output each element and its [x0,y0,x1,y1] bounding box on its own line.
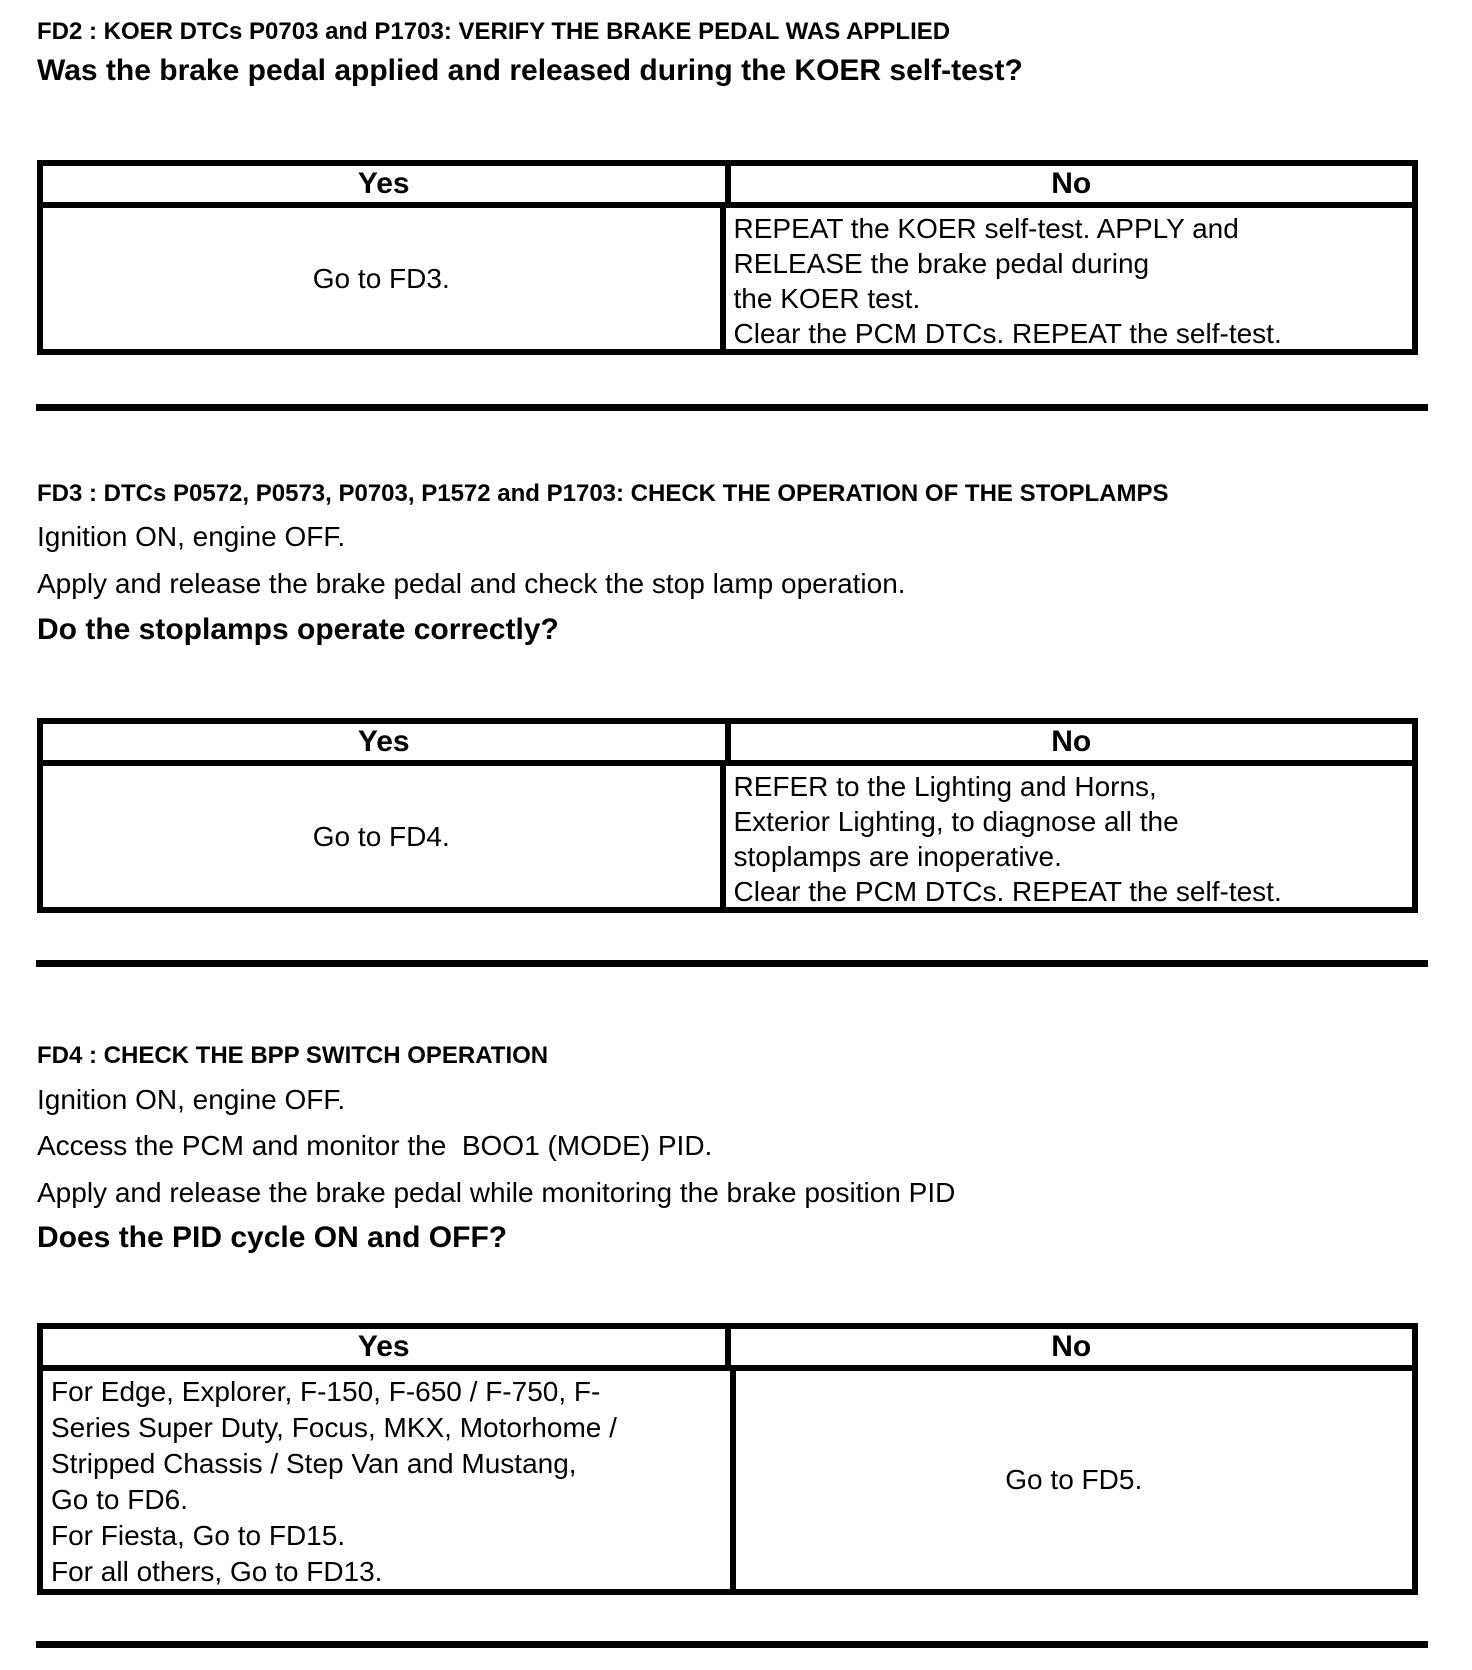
fd2-table-header-row: Yes No [43,166,1412,208]
fd3-no-action-line: stoplamps are inoperative. [733,841,1062,872]
fd2-decision-table: Yes No Go to FD3. REPEAT the KOER self-t… [37,160,1418,355]
fd2-section-title: FD2 : KOER DTCs P0703 and P1703: VERIFY … [37,18,951,45]
fd4-yes-cell: For Edge, Explorer, F-150, F-650 / F-750… [43,1371,736,1589]
fd4-table-body-row: For Edge, Explorer, F-150, F-650 / F-750… [43,1371,1412,1589]
fd4-no-action: Go to FD5. [1005,1464,1143,1495]
fd3-no-column-header: No [1051,725,1092,758]
fd4-table-header-row: Yes No [43,1329,1412,1371]
fd3-instruction-line: Apply and release the brake pedal and ch… [37,568,906,599]
fd4-decision-table: Yes No For Edge, Explorer, F-150, F-650 … [37,1323,1418,1595]
fd2-no-cell: REPEAT the KOER self-test. APPLY and REL… [726,208,1413,349]
fd4-yes-column-header: Yes [43,1329,731,1365]
fd3-no-action-line: REFER to the Lighting and Horns, [733,771,1157,802]
fd2-no-action-line: RELEASE the brake pedal during [733,248,1150,279]
fd2-no-action-line: REPEAT the KOER self-test. APPLY and [733,213,1239,244]
fd4-instruction-line: Apply and release the brake pedal while … [37,1177,956,1208]
fd4-yes-action-line: For Edge, Explorer, F-150, F-650 / F-750… [51,1376,601,1407]
fd3-question: Do the stoplamps operate correctly? [37,613,559,646]
fd4-question: Does the PID cycle ON and OFF? [37,1221,508,1254]
fd4-yes-action-line: For all others, Go to FD13. [51,1556,383,1587]
fd4-yes-action-line: Series Super Duty, Focus, MKX, Motorhome… [51,1412,617,1443]
fd3-no-action-line: Clear the PCM DTCs. REPEAT the self-test… [733,876,1282,907]
section-divider-rule [36,960,1428,967]
fd2-no-action-line: the KOER test. [733,283,921,314]
fd4-yes-action-line: Stripped Chassis / Step Van and Mustang, [51,1448,577,1479]
fd4-no-cell: Go to FD5. [736,1371,1413,1589]
fd4-instruction-line: Access the PCM and monitor the BOO1 (MOD… [37,1130,713,1161]
fd4-yes-action-line: Go to FD6. [51,1484,188,1515]
fd2-yes-action: Go to FD3. [312,262,450,294]
fd4-instruction-line: Ignition ON, engine OFF. [37,1084,346,1115]
fd3-decision-table: Yes No Go to FD4. REFER to the Lighting … [37,718,1418,913]
fd3-table-header-row: Yes No [43,724,1412,766]
fd2-yes-column-header: Yes [43,166,731,202]
fd3-no-cell: REFER to the Lighting and Horns, Exterio… [726,766,1413,907]
fd2-no-action-line: Clear the PCM DTCs. REPEAT the self-test… [733,318,1282,349]
fd3-instruction-line: Ignition ON, engine OFF. [37,521,346,552]
fd4-section-title: FD4 : CHECK THE BPP SWITCH OPERATION [37,1042,549,1069]
fd3-table-body-row: Go to FD4. REFER to the Lighting and Hor… [43,766,1412,907]
fd2-question: Was the brake pedal applied and released… [37,54,1023,87]
section-divider-rule [36,404,1428,411]
fd3-yes-column-header: Yes [43,724,731,760]
fd2-yes-cell: Go to FD3. [43,208,726,349]
fd2-no-column-header: No [1051,167,1092,200]
fd4-yes-action-line: For Fiesta, Go to FD15. [51,1520,346,1551]
section-divider-rule [36,1641,1428,1648]
fd3-yes-cell: Go to FD4. [43,766,726,907]
fd3-yes-action: Go to FD4. [312,820,450,852]
fd3-no-action-line: Exterior Lighting, to diagnose all the [733,806,1179,837]
fd2-table-body-row: Go to FD3. REPEAT the KOER self-test. AP… [43,208,1412,349]
fd4-no-column-header: No [1051,1330,1092,1363]
fd3-section-title: FD3 : DTCs P0572, P0573, P0703, P1572 an… [37,480,1169,507]
page-content: FD2 : KOER DTCs P0703 and P1703: VERIFY … [36,0,1428,1670]
